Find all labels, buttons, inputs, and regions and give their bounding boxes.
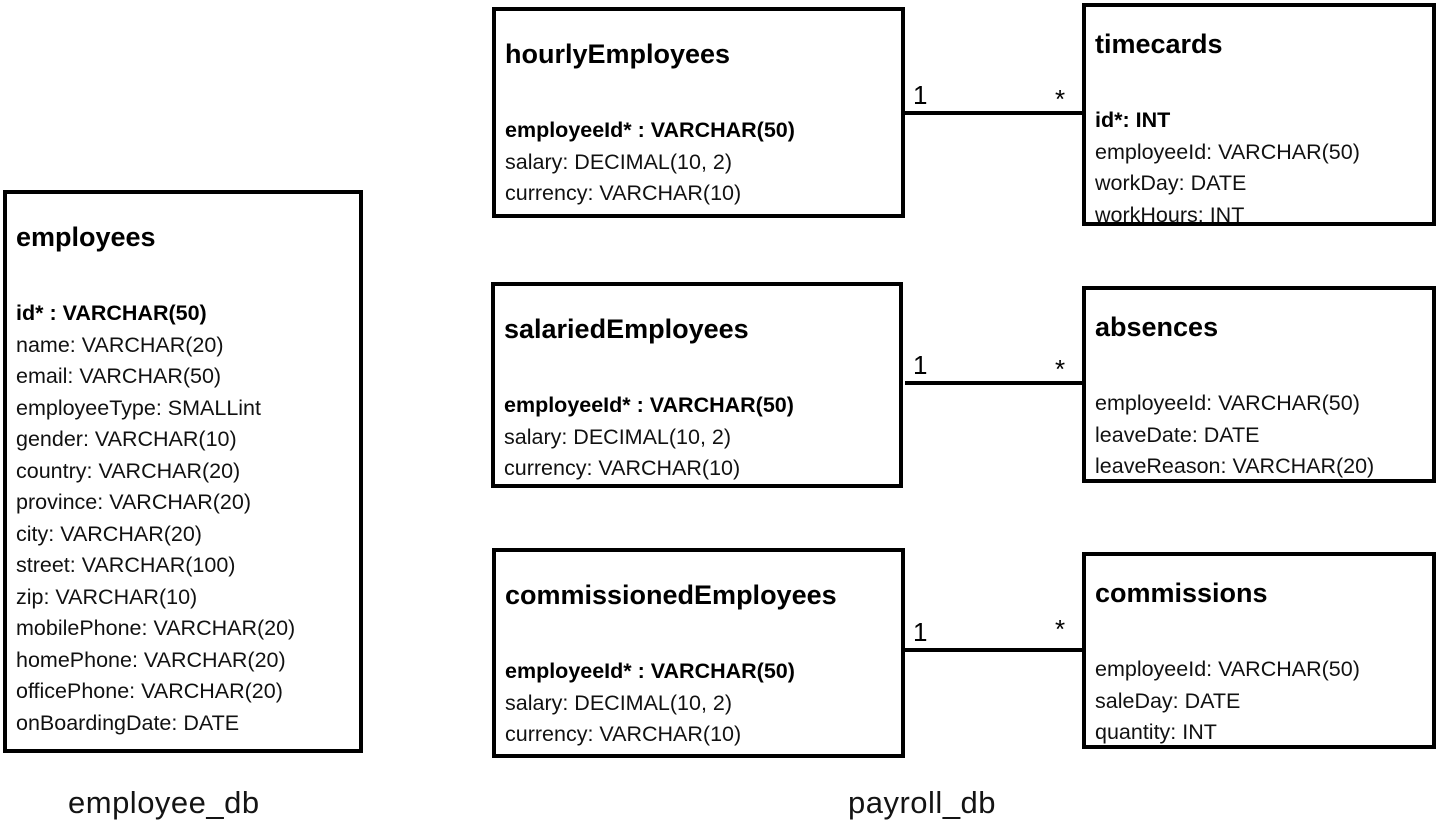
table-field: salary: DECIMAL(10, 2) [504, 424, 732, 449]
table-fields-absences: employeeId: VARCHAR(50) leaveDate: DATE le… [1095, 388, 1422, 483]
cardinality-one: 1 [913, 350, 928, 380]
table-field: city: VARCHAR(20) [16, 521, 202, 546]
cardinality-one: 1 [913, 617, 928, 647]
table-employees: employees id* : VARCHAR(50) name: VARCHAR… [3, 190, 363, 753]
table-field: currency: VARCHAR(10) [505, 722, 742, 746]
table-title-salaried-employees: salariedEmployees [504, 314, 749, 344]
table-fields-employees: id* : VARCHAR(50) name: VARCHAR(20) email:… [16, 298, 349, 739]
table-field: gender: VARCHAR(10) [16, 427, 237, 451]
table-field: onBoardingDate: DATE [16, 710, 240, 735]
table-field: currency: VARCHAR(10) [504, 456, 741, 480]
table-field: employeeId* : VARCHAR(50) [505, 118, 795, 142]
table-fields-salaried-employees: employeeId* : VARCHAR(50) salary: DECIMAL… [504, 390, 889, 485]
table-field: workDay: DATE [1095, 171, 1247, 195]
db-label-payroll-db: payroll_db [848, 785, 997, 820]
table-fields-commissions: employeeId: VARCHAR(50) saleDay: DATE quan… [1095, 654, 1422, 749]
table-title-commissions: commissions [1095, 578, 1268, 608]
table-field: salary: DECIMAL(10, 2) [505, 149, 733, 174]
table-title-timecards: timecards [1095, 29, 1223, 59]
cardinality-many: * [1055, 614, 1066, 644]
table-fields-commissioned-employees: employeeId* : VARCHAR(50) salary: DECIMAL… [505, 656, 891, 751]
table-commissioned-employees: commissionedEmployees employeeId* : VARC… [492, 548, 905, 758]
table-field: employeeType: SMALLint [16, 395, 261, 420]
relation-line-commissioned-commissions [905, 648, 1082, 652]
table-title-hourly-employees: hourlyEmployees [505, 39, 731, 69]
table-commissions: commissions employeeId: VARCHAR(50) saleD… [1082, 552, 1436, 749]
table-field: country: VARCHAR(20) [16, 458, 241, 483]
table-field: quantity: INT [1095, 720, 1217, 744]
table-absences: absences employeeId: VARCHAR(50) leaveDat… [1082, 286, 1436, 483]
relation-line-hourly-timecards [905, 111, 1082, 115]
table-field: saleDay: DATE [1095, 688, 1241, 713]
db-label-employee-db: employee_db [68, 785, 260, 820]
table-field: currency: VARCHAR(10) [505, 181, 742, 205]
table-field: homePhone: VARCHAR(20) [16, 647, 286, 672]
table-field: leaveReason: VARCHAR(20) [1095, 454, 1375, 478]
table-field: employeeId* : VARCHAR(50) [505, 659, 795, 683]
table-field: employeeId: VARCHAR(50) [1095, 391, 1360, 415]
table-timecards: timecards id*: INT employeeId: VARCHAR(50… [1082, 3, 1436, 227]
table-hourly-employees: hourlyEmployees employeeId* : VARCHAR(50… [492, 7, 905, 218]
relation-line-salaried-absences [905, 381, 1082, 385]
table-field: leaveDate: DATE [1095, 422, 1260, 447]
table-field: employeeId: VARCHAR(50) [1095, 139, 1360, 164]
table-field: name: VARCHAR(20) [16, 332, 224, 357]
table-title-employees: employees [16, 222, 156, 252]
table-field: id* : VARCHAR(50) [16, 301, 207, 325]
table-field: salary: DECIMAL(10, 2) [505, 690, 733, 715]
table-field: employeeId* : VARCHAR(50) [504, 393, 794, 417]
table-field: workHours: INT [1095, 202, 1245, 227]
table-field: id*: INT [1095, 108, 1171, 132]
table-field: employeeId: VARCHAR(50) [1095, 657, 1360, 681]
table-salaried-employees: salariedEmployees employeeId* : VARCHAR(… [491, 282, 903, 488]
table-field: street: VARCHAR(100) [16, 553, 236, 577]
table-title-absences: absences [1095, 312, 1219, 342]
table-field: officePhone: VARCHAR(20) [16, 679, 283, 703]
cardinality-many: * [1055, 84, 1066, 114]
table-fields-hourly-employees: employeeId* : VARCHAR(50) salary: DECIMAL… [505, 115, 891, 210]
table-fields-timecards: id*: INT employeeId: VARCHAR(50) workDay: … [1095, 105, 1422, 231]
table-field: mobilePhone: VARCHAR(20) [16, 616, 296, 640]
table-title-commissioned-employees: commissionedEmployees [505, 580, 837, 610]
table-field: email: VARCHAR(50) [16, 364, 222, 388]
table-field: province: VARCHAR(20) [16, 490, 251, 514]
table-field: zip: VARCHAR(10) [16, 584, 198, 609]
cardinality-one: 1 [913, 80, 928, 110]
cardinality-many: * [1055, 354, 1066, 384]
